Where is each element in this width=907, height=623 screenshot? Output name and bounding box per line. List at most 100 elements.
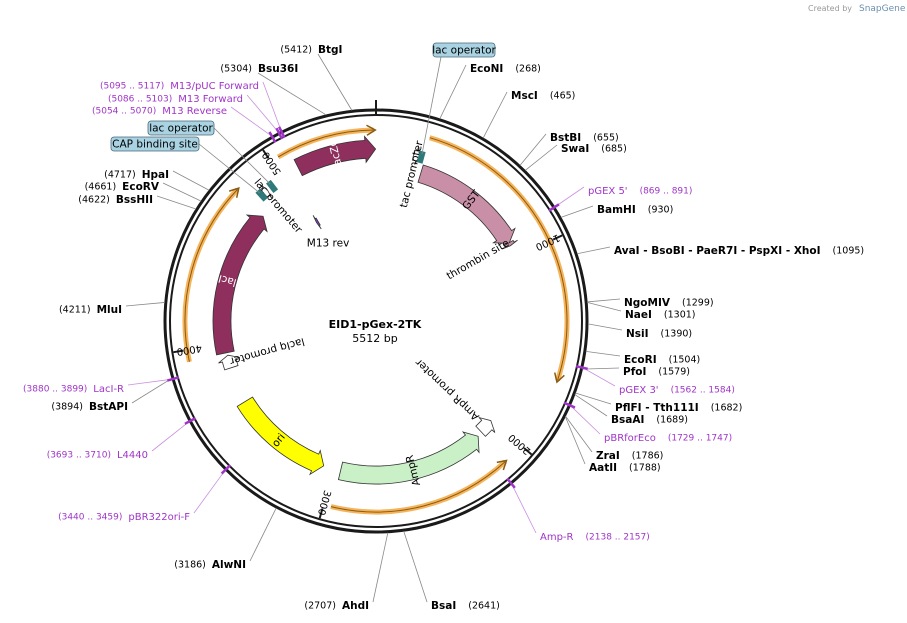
site-bsaai-pos: (1689) [656, 415, 688, 426]
orf-arrowhead [553, 372, 565, 384]
boxed-label-lac-operator-connector [421, 56, 442, 155]
site-hpai-name: HpaI [142, 169, 169, 181]
feature-ampr-promoter [475, 417, 496, 437]
site-aatii-connector [564, 416, 586, 465]
site-nsii-pos: (1390) [661, 329, 693, 340]
orf-arc-core [429, 137, 568, 381]
site-bsu36i-connector [257, 72, 327, 116]
site-bsu36i-name: Bsu36I [258, 63, 298, 75]
site-pbr322ori-f-marker [220, 464, 232, 475]
site-btgi-name: BtgI [318, 44, 342, 56]
orf-arrowhead [496, 459, 508, 471]
site-ahdi-pos: (2707) [304, 601, 336, 612]
boxed-label-lac-operator-box [432, 42, 496, 58]
site-pbr322ori-f-name: pBR322ori-F [128, 512, 190, 523]
site-pbrforeco-marker [563, 401, 576, 409]
site-naei-connector [587, 302, 622, 312]
site-bsshii-name: BssHII [116, 194, 153, 206]
boxed-label-lac-operator-text: lac operator [432, 45, 496, 57]
site-pgex-5-marker [548, 203, 560, 212]
site-hpai-connector [172, 170, 210, 191]
site-alwni-pos: (3186) [174, 560, 206, 571]
site-m13-reverse-connector [230, 106, 273, 137]
site-m13-forward-marker [275, 127, 284, 140]
watermark: Created by SnapGene [808, 4, 906, 14]
site-avai-bsobi-paer7i-pspxi-xhoi-pos: (1095) [833, 246, 865, 257]
site-pbrforeco-pos: (1729 .. 1747) [668, 434, 732, 444]
boxed-label-lac-operator-connector [213, 127, 271, 185]
site-laci-r-connector [127, 378, 173, 386]
watermark-brand: SnapGene [859, 4, 906, 14]
feature-ampr-promoter-label: AmpR promoter [413, 356, 482, 423]
tick-mark [552, 234, 563, 241]
tick-mark [523, 447, 533, 456]
site-bamhi-connector [560, 205, 594, 218]
site-bsshii-connector [156, 195, 197, 210]
site-l4440-marker [184, 417, 197, 425]
site-ngomiv-name: NgoMIV [624, 297, 671, 309]
site-bstapi-name: BstAPI [89, 401, 128, 413]
site-laci-r-marker [166, 376, 180, 382]
orf-arrowhead [366, 124, 377, 136]
plasmid-name: EID1-pGex-2TK [329, 318, 422, 331]
orf-arrowhead [228, 187, 240, 198]
site-m13-forward-name: M13 Forward [178, 94, 243, 105]
site-naei-pos: (1301) [664, 310, 696, 321]
site-ahdi-connector [372, 532, 389, 603]
site-amp-r-pos: (2138 .. 2157) [586, 533, 650, 543]
site-l4440-name: L4440 [117, 450, 148, 461]
site-bsaai-name: BsaAI [611, 414, 644, 426]
site-econi-name: EcoNI [470, 63, 503, 75]
feature-tac-promoter [411, 147, 420, 165]
orf-arc-core [184, 189, 238, 362]
site-ngomiv-connector [587, 298, 621, 303]
site-ecorv-pos: (4661) [85, 182, 117, 193]
feature-lacz [293, 135, 377, 177]
site-pfoi-name: PfoI [623, 366, 646, 378]
boxed-label-cap-binding-site-box [110, 136, 200, 152]
feature-lac-promoter [259, 184, 273, 199]
site-m13-forward-pos: (5086 .. 5103) [108, 95, 172, 105]
site-amp-r-marker [506, 477, 516, 489]
site-bstbi-pos: (655) [593, 133, 619, 144]
site-pfoi-pos: (1579) [658, 367, 690, 378]
feature-ampr [337, 431, 480, 485]
tick-mark [262, 149, 270, 159]
site-mlui-name: MluI [97, 304, 122, 316]
site-m13-puc-forward-pos: (5095 .. 5117) [100, 82, 164, 92]
site-pflfi-tth111i-pos: (1682) [711, 403, 743, 414]
site-zrai-name: ZraI [596, 450, 620, 462]
site-laci-r-pos: (3880 .. 3899) [23, 385, 87, 395]
site-pgex-5-connector [554, 186, 585, 208]
site-ecorv-connector [162, 182, 202, 202]
site-ahdi-name: AhdI [342, 600, 369, 612]
site-ecori-connector [585, 350, 621, 357]
site-bstapi-pos: (3894) [51, 402, 83, 413]
feature-ori [236, 396, 325, 476]
orf-arc-core [330, 461, 506, 513]
site-alwni-connector [249, 507, 277, 562]
tick-label: 4000 [176, 342, 203, 357]
site-m13-puc-forward-marker [277, 126, 286, 139]
site-avai-bsobi-paer7i-pspxi-xhoi-connector [576, 246, 611, 255]
site-swai-connector [524, 144, 558, 171]
feature-laci-label: lacI [217, 272, 238, 288]
site-m13-puc-forward-connector [262, 81, 282, 132]
feature-laci [212, 214, 268, 356]
site-pfoi-connector [582, 367, 620, 370]
site-labels: BtgI(5412)Bsu36I(5304)EcoNI(268)MscI(465… [23, 44, 864, 612]
site-btgi-connector [317, 53, 353, 111]
orf-arcs [182, 124, 570, 515]
feature-laciq-promoter-label: lacIq promoter [228, 335, 306, 367]
operator-block [416, 150, 426, 164]
feature-m13-rev-label: M13 rev [307, 238, 350, 250]
site-bamhi-name: BamHI [597, 204, 636, 216]
site-ecori-name: EcoRI [624, 354, 657, 366]
site-bsaai-connector [574, 394, 608, 417]
site-l4440-pos: (3693 .. 3710) [47, 451, 111, 461]
site-pgex-5-pos: (869 .. 891) [640, 187, 693, 197]
boxed-label-lac-operator-box [147, 120, 215, 136]
